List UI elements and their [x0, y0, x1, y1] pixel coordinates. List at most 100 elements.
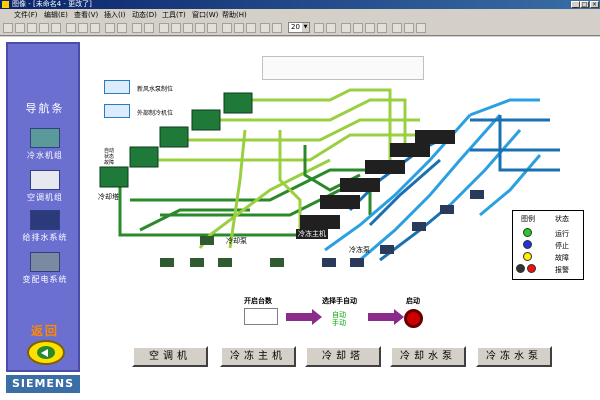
font-italic-icon[interactable] — [326, 23, 336, 33]
minimize-button[interactable]: _ — [571, 1, 580, 8]
menu-view[interactable]: 查看(V) — [74, 11, 99, 19]
ctrl-arrows — [286, 309, 404, 325]
btn-cooling-pump[interactable]: 冷却水泵 — [390, 346, 466, 367]
group-icon[interactable] — [222, 23, 232, 33]
btn-chilled-pump[interactable]: 冷冻水泵 — [476, 346, 552, 367]
chiller-4 — [365, 160, 405, 174]
arrow-right-1 — [286, 309, 322, 325]
open-icon[interactable] — [15, 23, 25, 33]
legend-fault: 故障 — [555, 254, 569, 262]
cond-pipe-10 — [228, 129, 247, 249]
btn-chiller[interactable]: 冷冻主机 — [220, 346, 296, 367]
menu-dynamic[interactable]: 动态(D) — [132, 11, 157, 19]
layer-icon[interactable] — [392, 23, 402, 33]
help-icon[interactable] — [416, 23, 426, 33]
fill-icon[interactable] — [272, 23, 282, 33]
close-button[interactable]: × — [590, 1, 599, 8]
maximize-button[interactable]: □ — [580, 1, 589, 8]
cut-icon[interactable] — [66, 23, 76, 33]
power-icon — [30, 252, 60, 272]
color-icon[interactable] — [260, 23, 270, 33]
align-top-icon[interactable] — [195, 23, 205, 33]
save-icon[interactable] — [27, 23, 37, 33]
chevron-down-icon: ▼ — [302, 23, 309, 32]
align-center-icon[interactable] — [171, 23, 181, 33]
redo-icon[interactable] — [117, 23, 127, 33]
mode-manual[interactable]: 手动 — [332, 319, 346, 327]
cooling-towers — [99, 92, 253, 188]
zoom-in-icon[interactable] — [132, 23, 142, 33]
chw-pipe-2 — [324, 114, 472, 252]
nav-item-water[interactable]: 给排水系统 — [16, 210, 74, 243]
status-dot-alarm — [527, 264, 536, 273]
align-right-icon[interactable] — [183, 23, 193, 33]
cooling-tower-2 — [129, 146, 159, 168]
preview-icon[interactable] — [51, 23, 61, 33]
menu-tools[interactable]: 工具(T) — [162, 11, 186, 19]
chw-pipe-5 — [479, 154, 542, 217]
chiller-6 — [415, 130, 455, 144]
cond-pump-1 — [160, 258, 174, 267]
nav-item-ahu[interactable]: 空调机组 — [16, 170, 74, 203]
cooling-tower-4 — [191, 109, 221, 131]
legend-running: 运行 — [555, 230, 569, 238]
paste-icon[interactable] — [90, 23, 100, 33]
nav-item-chiller[interactable]: 冷水机组 — [16, 128, 74, 161]
legend-header-left: 图例 — [521, 215, 535, 223]
zoom-out-icon[interactable] — [144, 23, 154, 33]
chw-pump-6 — [470, 190, 484, 199]
grid-icon[interactable] — [404, 23, 414, 33]
btn-cooling-tower[interactable]: 冷却塔 — [305, 346, 381, 367]
chw-pipe-10 — [368, 158, 441, 227]
start-button[interactable] — [404, 309, 423, 328]
line-icon[interactable] — [353, 23, 363, 33]
count-input[interactable] — [244, 308, 278, 325]
chiller-label: 冷冻主机 — [296, 229, 328, 239]
chw-pump-2 — [350, 258, 364, 267]
back-button[interactable] — [27, 340, 65, 365]
ellipse-icon[interactable] — [377, 23, 387, 33]
chw-pump-3 — [380, 245, 394, 254]
menu-window[interactable]: 窗口(W) — [192, 11, 219, 19]
cond-pipe-1 — [118, 180, 300, 237]
status-dot-stopped — [523, 240, 532, 249]
cond-pipe-6 — [130, 168, 380, 202]
align-left-icon[interactable] — [159, 23, 169, 33]
cond-pump-3 — [218, 258, 232, 267]
menu-insert[interactable]: 插入(I) — [104, 11, 126, 19]
legend-label-2: 外部制冷机位 — [137, 110, 174, 117]
rect-icon[interactable] — [365, 23, 375, 33]
undo-icon[interactable] — [105, 23, 115, 33]
chw-pipe-3 — [359, 114, 502, 262]
new-icon[interactable] — [3, 23, 13, 33]
menu-file[interactable]: 文件(F) — [14, 11, 38, 19]
nav-item-power[interactable]: 变配电系统 — [16, 252, 74, 285]
zoom-select[interactable]: 20 ▼ — [288, 22, 310, 33]
status-dot-alarm-dark — [516, 264, 525, 273]
nav-panel: 导航条 冷水机组 空调机组 给排水系统 变配电系统 返回 — [6, 42, 80, 372]
copy-icon[interactable] — [78, 23, 88, 33]
front-icon[interactable] — [246, 23, 256, 33]
font-bold-icon[interactable] — [314, 23, 324, 33]
menu-bar: 文件(F) 编辑(E) 查看(V) 插入(I) 动态(D) 工具(T) 窗口(W… — [0, 9, 600, 20]
btn-ahu[interactable]: 空调机 — [132, 346, 208, 367]
menu-edit[interactable]: 编辑(E) — [44, 11, 68, 19]
chw-pump-5 — [440, 205, 454, 214]
chw-pipe-1 — [469, 98, 540, 117]
cond-pump-5 — [200, 236, 214, 245]
cond-pipe-4 — [210, 98, 407, 145]
print-icon[interactable] — [39, 23, 49, 33]
menu-help[interactable]: 帮助(H) — [222, 11, 247, 19]
chiller-2 — [320, 195, 360, 209]
arrow-right-2 — [368, 309, 404, 325]
align-bottom-icon[interactable] — [207, 23, 217, 33]
mode-auto[interactable]: 自动 — [332, 311, 346, 319]
text-icon[interactable] — [341, 23, 351, 33]
count-label: 开启台数 — [244, 297, 272, 305]
chilled-pump-label: 冷冻泵 — [349, 246, 370, 254]
ungroup-icon[interactable] — [234, 23, 244, 33]
cond-pipe-11 — [278, 130, 302, 235]
nav-item-label: 冷水机组 — [27, 151, 63, 160]
chiller-1 — [300, 215, 340, 229]
